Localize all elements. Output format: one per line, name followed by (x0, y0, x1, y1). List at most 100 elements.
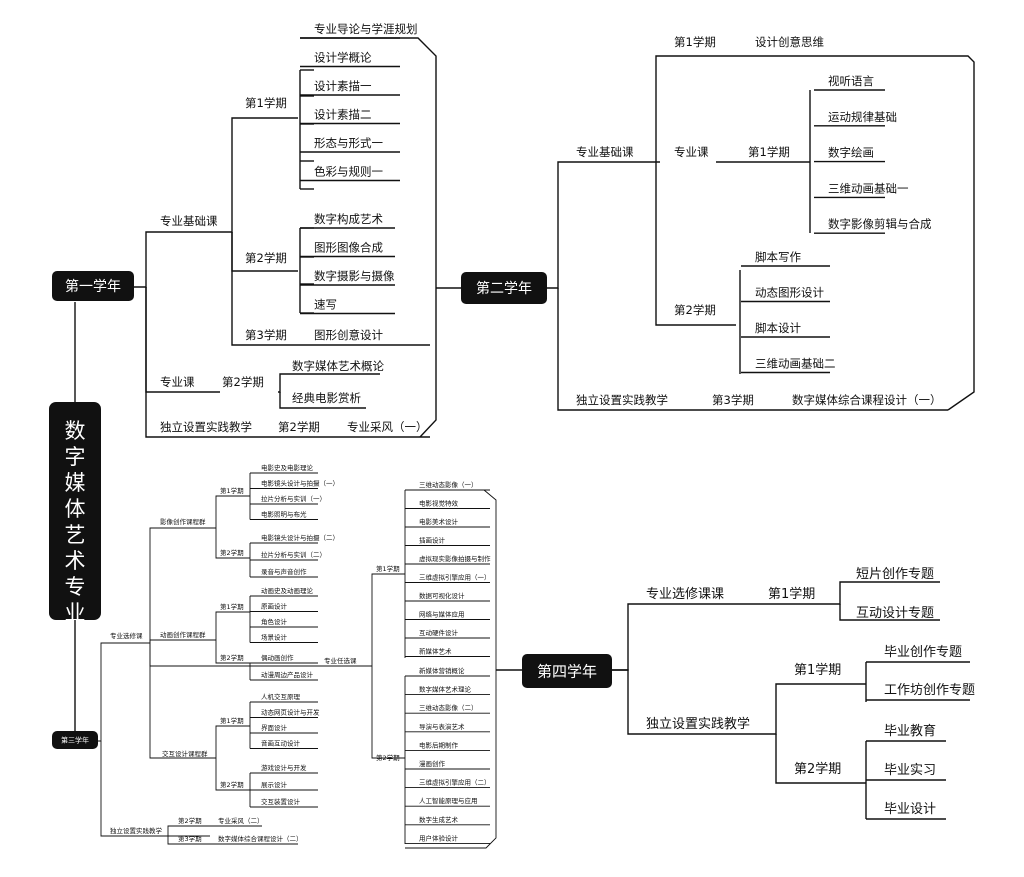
year3-any-sem1-item: 网络与媒体应用 (419, 610, 465, 619)
year3-inter-sem1-item: 界面设计 (261, 723, 288, 732)
year3-practice-r1 (167, 825, 262, 836)
year1-enclosure (300, 37, 437, 438)
year2-practice-label: 独立设置实践教学 (576, 393, 668, 407)
year1-sem3-item: 图形创意设计 (314, 328, 383, 342)
year1-node (52, 271, 134, 301)
year3-link-practice (100, 741, 210, 837)
year3-inter-s2 (215, 758, 250, 791)
year4-sem1-link (772, 683, 866, 735)
year2-link-basic (547, 161, 660, 289)
year3-inter-sem1-item: 动态网页设计与开发 (261, 708, 320, 717)
year2-sem1-item: 运动规律基础 (828, 110, 897, 124)
root-char: 术 (65, 549, 86, 573)
year3-inter-label: 交互设计课程群 (162, 749, 208, 758)
year3-practice-sem: 第3学期 (178, 834, 202, 843)
year3-inter-s1 (215, 725, 250, 758)
year3-inter-sem1-item: 人机交互原理 (261, 692, 301, 701)
year1-sem1-label: 第1学期 (245, 96, 287, 110)
year4-elective-br1 (836, 581, 940, 605)
year3-anim-sem1-item: 角色设计 (261, 617, 288, 626)
year3-any-sem2-item: 漫画创作 (419, 759, 446, 768)
year1-practice-item: 专业采风（一） (347, 420, 428, 434)
year3-anim-link (149, 639, 216, 643)
year1-major-item: 经典电影赏析 (292, 391, 361, 405)
year3-link-elective (98, 642, 148, 742)
year4-sem2-label: 第2学期 (794, 761, 841, 777)
year3-enclosure (405, 489, 497, 849)
year4-node-label: 第四学年 (537, 662, 597, 680)
year4-sem1-label: 第1学期 (794, 662, 841, 678)
year3-any-sem2-item: 三维动态影像（二） (419, 703, 478, 712)
year3-practice-item: 专业采风（二） (218, 816, 264, 825)
year2-basic-sem: 第1学期 (674, 35, 716, 49)
year2-node-label: 第二学年 (476, 280, 532, 297)
year3-any-sem1-item: 新媒体艺术 (419, 647, 452, 656)
year3-inter-sem2-label: 第2学期 (220, 780, 244, 789)
year1-major-br-bot (279, 392, 366, 409)
year3-film-sem1-item: 电影镜头设计与拍摄（一） (261, 479, 339, 488)
year4-practice-link (612, 669, 772, 735)
year3-inter-link (149, 643, 216, 759)
year3-any-sem1-label: 第1学期 (376, 564, 400, 573)
year3-any-sem1-item: 三维虚拟引擎应用（一） (419, 573, 491, 582)
year2-practice-sem: 第3学期 (712, 393, 754, 407)
year1-sem1-item: 形态与形式一 (314, 136, 383, 150)
year3-anim-sem1-item: 原画设计 (261, 602, 288, 611)
year3-film-sem1-item: 电影照明与布光 (261, 510, 307, 519)
year3-any-sem2-item: 数字媒体艺术理论 (419, 685, 472, 694)
year2-sem1-item: 数字影像剪辑与合成 (828, 217, 932, 231)
year4-sem2-item: 毕业设计 (884, 802, 936, 817)
year4-practice-label: 独立设置实践教学 (646, 716, 750, 732)
year2-basic-item: 设计创意思维 (755, 35, 824, 49)
year1-sem1-link (228, 117, 298, 233)
year2-sem1-item: 三维动画基础一 (828, 181, 909, 195)
year1-sem1-item: 设计学概论 (314, 51, 372, 65)
year3-film-sem1-label: 第1学期 (220, 486, 244, 495)
root-char: 专 (65, 575, 86, 599)
year3-anim-sem2-item: 动漫周边产品设计 (261, 670, 314, 679)
year3-film-sem2-item: 拉片分析与实训（二） (261, 550, 326, 559)
year4-elective-item: 短片创作专题 (856, 567, 934, 582)
year4-node (522, 654, 612, 688)
year4-elective-link (612, 603, 836, 671)
year3-any-sem2-label: 第2学期 (376, 753, 400, 762)
year3-anim-s2 (215, 637, 250, 664)
year3-any-sem2-item: 电影后期制作 (419, 740, 459, 749)
year3-inter-sem2-item: 游戏设计与开发 (261, 763, 307, 772)
year3-any-sem1-item: 虚拟现实影像拍摄与制作 (419, 554, 491, 563)
year3-anim-sem2-label: 第2学期 (220, 653, 244, 662)
year3-any-label: 专业任选课 (324, 656, 357, 665)
year1-sem2-item: 数字构成艺术 (314, 212, 383, 226)
year3-any-sem1-item: 电影美术设计 (419, 517, 459, 526)
root-char: 媒 (65, 471, 86, 495)
year3-film-link (148, 527, 216, 644)
year1-major-sem: 第2学期 (222, 375, 264, 389)
year3-elective-label: 专业选修课 (110, 631, 143, 640)
year1-node-label: 第一学年 (65, 278, 121, 295)
year1-sem2-item: 数字摄影与摄像 (314, 269, 395, 283)
year1-sem1-item: 设计素描一 (314, 79, 372, 93)
year2-sem2-label: 第2学期 (674, 303, 716, 317)
year2-sem1-item: 数字绘画 (828, 146, 874, 160)
year4-elective-item: 互动设计专题 (856, 606, 934, 621)
year3-practice-item: 数字媒体综合课程设计（二） (218, 834, 303, 843)
year3-any-sem1-item: 插画设计 (419, 536, 446, 545)
year4-elective-br2 (839, 604, 940, 621)
year3-anim-sem2-item: 偶动画创作 (261, 653, 294, 662)
year4-sem2-item: 毕业实习 (884, 763, 936, 778)
year4-sem2-item: 毕业教育 (884, 723, 936, 739)
year3-film-sem2-item: 录音与声音创作 (261, 567, 307, 576)
year4-sem1-item: 毕业创作专题 (884, 645, 962, 660)
year3-film-sem1-item: 电影史及电影理论 (261, 463, 314, 472)
year1-practice-sem: 第2学期 (278, 420, 320, 434)
year1-basic-label: 专业基础课 (160, 214, 218, 228)
year1-major-label: 专业课 (160, 375, 195, 389)
year2-node (461, 272, 547, 304)
year1-sem1-item: 色彩与规则一 (314, 165, 383, 179)
year3-any-sem1-item: 三维动态影像（一） (419, 480, 478, 489)
year1-practice-label: 独立设置实践教学 (160, 420, 252, 434)
year3-film-sem2-label: 第2学期 (220, 548, 244, 557)
year3-film-sem1-item: 拉片分析与实训（一） (261, 494, 326, 503)
year3-practice-sem: 第2学期 (178, 816, 202, 825)
